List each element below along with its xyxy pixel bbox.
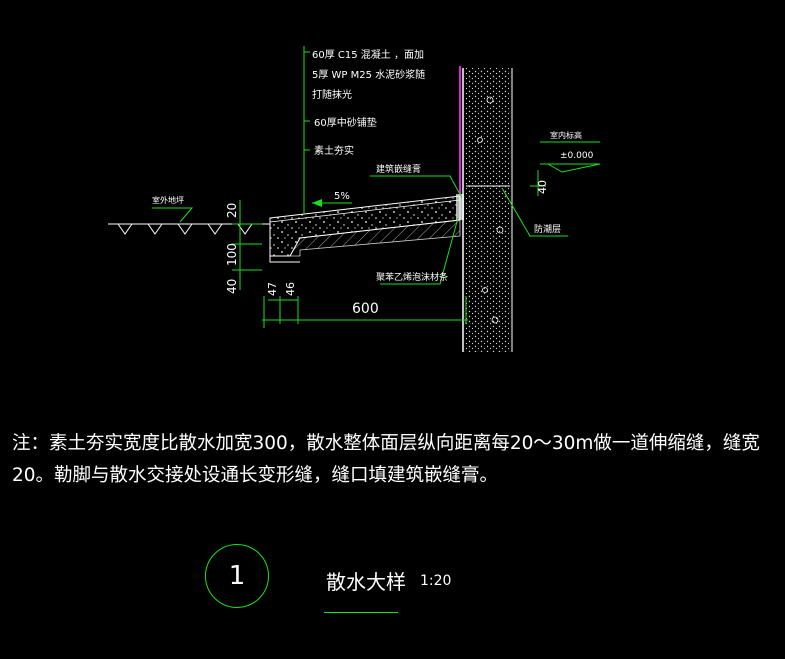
detail-title: 散水大样 xyxy=(326,570,406,594)
note-line-1: 注：素土夯实宽度比散水加宽300，散水整体面层纵向距离每20～30m做一道伸缩缝… xyxy=(12,433,760,454)
leader-lines xyxy=(152,46,601,328)
foam-board-text: 聚苯乙烯泡沫材条 xyxy=(376,271,448,283)
apron-paving xyxy=(269,194,464,263)
note-text: 注：素土夯实宽度比散水加宽300，散水整体面层纵向距离每20～30m做一道伸缩缝… xyxy=(12,428,777,492)
indoor-level-value: ±0.000 xyxy=(560,151,594,161)
layer2-text: 60厚中砂铺垫 xyxy=(314,116,377,129)
detail-number-circle: 1 xyxy=(205,544,269,608)
dim-20: 20 xyxy=(225,203,239,218)
slope-text: 5% xyxy=(334,191,350,202)
layer1-text-1: 60厚 C15 混凝土 ，面加 xyxy=(312,48,424,61)
dim-600: 600 xyxy=(352,301,379,317)
dim-100: 100 xyxy=(225,243,239,266)
indoor-level-label: 室内标高 xyxy=(550,130,582,140)
detail-scale: 1:20 xyxy=(420,573,452,589)
slope-arrow-icon xyxy=(312,199,322,207)
dim-40: 40 xyxy=(225,279,239,294)
detail-number: 1 xyxy=(228,561,246,591)
wall xyxy=(462,68,513,352)
dim-47: 47 xyxy=(266,282,279,296)
dim-40-right: 40 xyxy=(536,180,549,194)
note-line-2: 20。勒脚与散水交接处设通长变形缝，缝口填建筑嵌缝膏。 xyxy=(12,465,499,486)
title-underline xyxy=(324,612,398,613)
damp-proof-text: 防潮层 xyxy=(534,223,561,235)
sealant-text: 建筑嵌缝膏 xyxy=(376,163,421,175)
layer1-text-2: 5厚 WP M25 水泥砂浆随 xyxy=(312,68,425,81)
dim-46: 46 xyxy=(284,282,297,296)
layer3-text: 素土夯实 xyxy=(314,144,354,157)
outdoor-level-text: 室外地坪 xyxy=(152,195,184,205)
ground-line xyxy=(108,223,270,235)
layer1-text-3: 打随抹光 xyxy=(312,88,352,101)
